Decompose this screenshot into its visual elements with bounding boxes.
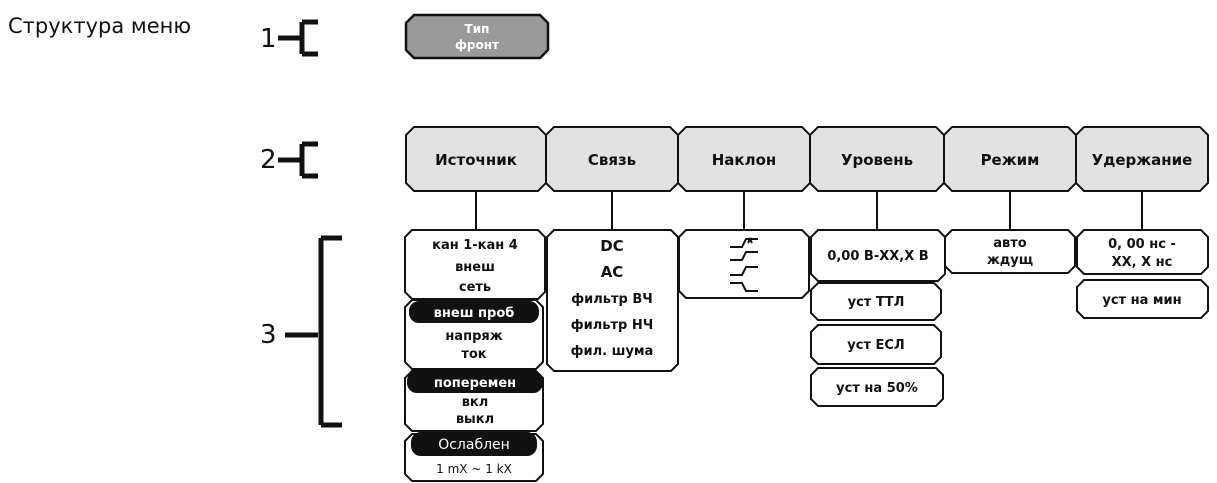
source-line-label: сеть <box>459 280 491 295</box>
source-channel-item[interactable]: кан 1-кан 4 внеш сеть <box>404 229 546 300</box>
alternate-label: поперемен <box>434 376 516 391</box>
mode-auto-label: авто <box>993 236 1027 251</box>
source-alternate-item[interactable]: поперемен вкл выкл <box>404 370 544 432</box>
tab-coupling[interactable]: Связь <box>545 126 679 192</box>
on-label: вкл <box>462 395 489 410</box>
brace-icon <box>278 19 318 57</box>
level-ecl-item[interactable]: уст ЕСЛ <box>810 324 942 365</box>
level-1-label: 1 <box>260 24 277 54</box>
coupling-dc: DC <box>600 237 623 255</box>
level-3-label: 3 <box>260 320 277 350</box>
source-ext-label: внеш <box>455 260 495 275</box>
tab-slope-label: Наклон <box>712 151 777 169</box>
off-label: выкл <box>456 412 494 427</box>
tab-slope[interactable]: Наклон <box>677 126 811 192</box>
level-ecl-label: уст ЕСЛ <box>847 338 904 353</box>
tab-holdoff[interactable]: Удержание <box>1075 126 1209 192</box>
tab-mode-label: Режим <box>981 151 1040 169</box>
level-ttl-item[interactable]: уст ТТЛ <box>810 282 942 321</box>
holdoff-min-item[interactable]: уст на мин <box>1076 279 1209 319</box>
source-ch-label: кан 1-кан 4 <box>432 238 518 253</box>
coupling-hf: фильтр ВЧ <box>571 292 653 307</box>
holdoff-range-item[interactable]: 0, 00 нс - XX, X нс <box>1076 229 1209 275</box>
trigger-type-label-1: Тип <box>465 22 490 36</box>
source-ext-probe-item[interactable]: внеш проб напряж ток <box>404 299 544 370</box>
level-range-item[interactable]: 0,00 В-XX,X В <box>810 229 946 282</box>
trigger-type-button[interactable]: Тип фронт <box>404 13 550 60</box>
coupling-ac: AC <box>601 263 624 281</box>
coupling-list[interactable]: DC AC фильтр ВЧ фильтр НЧ фил. шума <box>546 229 679 372</box>
level-range-label: 0,00 В-XX,X В <box>827 249 928 264</box>
tab-source-label: Источник <box>435 151 517 169</box>
tab-source[interactable]: Источник <box>405 126 547 192</box>
source-atten-item[interactable]: Ослаблен 1 mX ~ 1 kX <box>404 432 544 482</box>
slope-rise-fall-icon <box>730 236 758 292</box>
diagram-title: Структура меню <box>8 14 192 38</box>
atten-range-label: 1 mX ~ 1 kX <box>436 462 512 476</box>
level-2-label: 2 <box>260 145 277 175</box>
coupling-noise: фил. шума <box>571 344 654 359</box>
ext-probe-label: внеш проб <box>434 306 515 321</box>
slope-item[interactable] <box>678 229 810 299</box>
atten-label: Ослаблен <box>438 437 510 453</box>
mode-normal-label: ждущ <box>987 253 1033 268</box>
mode-item[interactable]: авто ждущ <box>944 229 1076 274</box>
brace-icon <box>278 141 318 179</box>
voltage-label: напряж <box>445 329 502 344</box>
holdoff-range-2: XX, X нс <box>1112 255 1173 270</box>
tab-mode[interactable]: Режим <box>943 126 1077 192</box>
brace-icon <box>285 235 342 428</box>
holdoff-min-label: уст на мин <box>1102 293 1181 308</box>
current-label: ток <box>461 347 486 362</box>
holdoff-range-1: 0, 00 нс - <box>1108 237 1176 252</box>
tab-holdoff-label: Удержание <box>1092 151 1193 169</box>
level-ttl-label: уст ТТЛ <box>848 295 905 310</box>
tab-level-label: Уровень <box>841 151 913 169</box>
trigger-type-label-2: фронт <box>455 38 499 52</box>
coupling-lf: фильтр НЧ <box>571 318 654 333</box>
tab-coupling-label: Связь <box>588 151 636 169</box>
level-fifty-item[interactable]: уст на 50% <box>810 367 944 407</box>
tab-level[interactable]: Уровень <box>809 126 945 192</box>
level-fifty-label: уст на 50% <box>836 381 918 396</box>
connector-lines <box>475 191 1143 230</box>
